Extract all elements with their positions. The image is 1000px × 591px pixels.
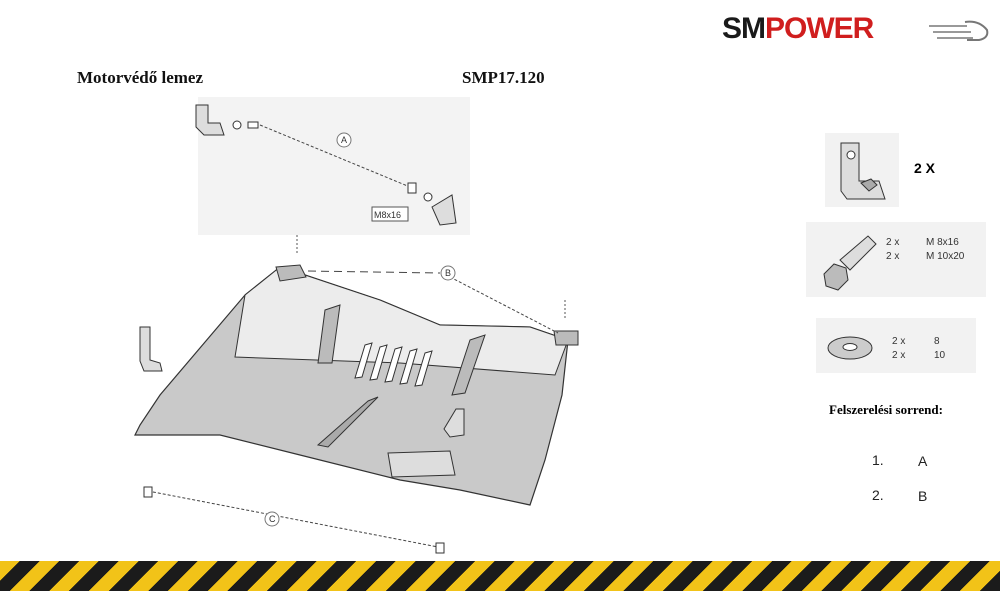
- product-name: Motorvédő lemez: [77, 68, 204, 87]
- callout-b-circle: [440, 265, 456, 281]
- step-1-number: 1.: [872, 452, 884, 468]
- inset-panel: [198, 97, 470, 235]
- step-2-letter: B: [918, 488, 928, 504]
- callout-c-circle: [264, 511, 280, 527]
- washer-qty-1: 2 x: [892, 336, 906, 347]
- skid-plate: [134, 264, 579, 506]
- skid-plate-diagram: A M8x16 B C: [134, 97, 579, 554]
- brand-logo: SMPOWER: [722, 12, 992, 46]
- bracket-qty: 2 X: [914, 160, 936, 176]
- logo-power-text: POWER: [765, 12, 874, 45]
- callout-a: A: [341, 135, 347, 145]
- bracket-icon: [840, 142, 886, 200]
- hazard-stripe-footer: [0, 561, 1000, 591]
- callout-a-circle: [336, 132, 352, 148]
- bolt-qty-1: 2 x: [886, 237, 900, 248]
- washer-icon: [827, 336, 873, 360]
- step-1-letter: A: [918, 453, 928, 469]
- bracket-part-image: [825, 133, 899, 207]
- step-2-number: 2.: [872, 487, 884, 503]
- callout-b: B: [445, 268, 451, 278]
- bolt-size-1: M 8x16: [926, 237, 959, 248]
- product-code: SMP17.120: [462, 68, 545, 87]
- washer-qty-2: 2 x: [892, 350, 906, 361]
- bolt-label: M8x16: [374, 210, 401, 220]
- logo-sm-text: SM: [722, 12, 766, 45]
- bolt-qty-2: 2 x: [886, 251, 900, 262]
- callout-c: C: [269, 514, 276, 524]
- bolt-part-panel: 2 x M 8x16 2 x M 10x20: [806, 222, 986, 297]
- washer-part-panel: 2 x 8 2 x 10: [816, 318, 976, 373]
- washer-size-1: 8: [934, 336, 940, 347]
- top-right-bracket: [407, 182, 457, 226]
- washer-size-2: 10: [934, 350, 946, 361]
- logo-speed-icon: [929, 20, 989, 41]
- top-left-bracket: [195, 104, 259, 136]
- install-order-heading: Felszerelési sorrend:: [829, 402, 943, 417]
- bolt-icon: [823, 235, 877, 291]
- bolt-size-2: M 10x20: [926, 251, 965, 262]
